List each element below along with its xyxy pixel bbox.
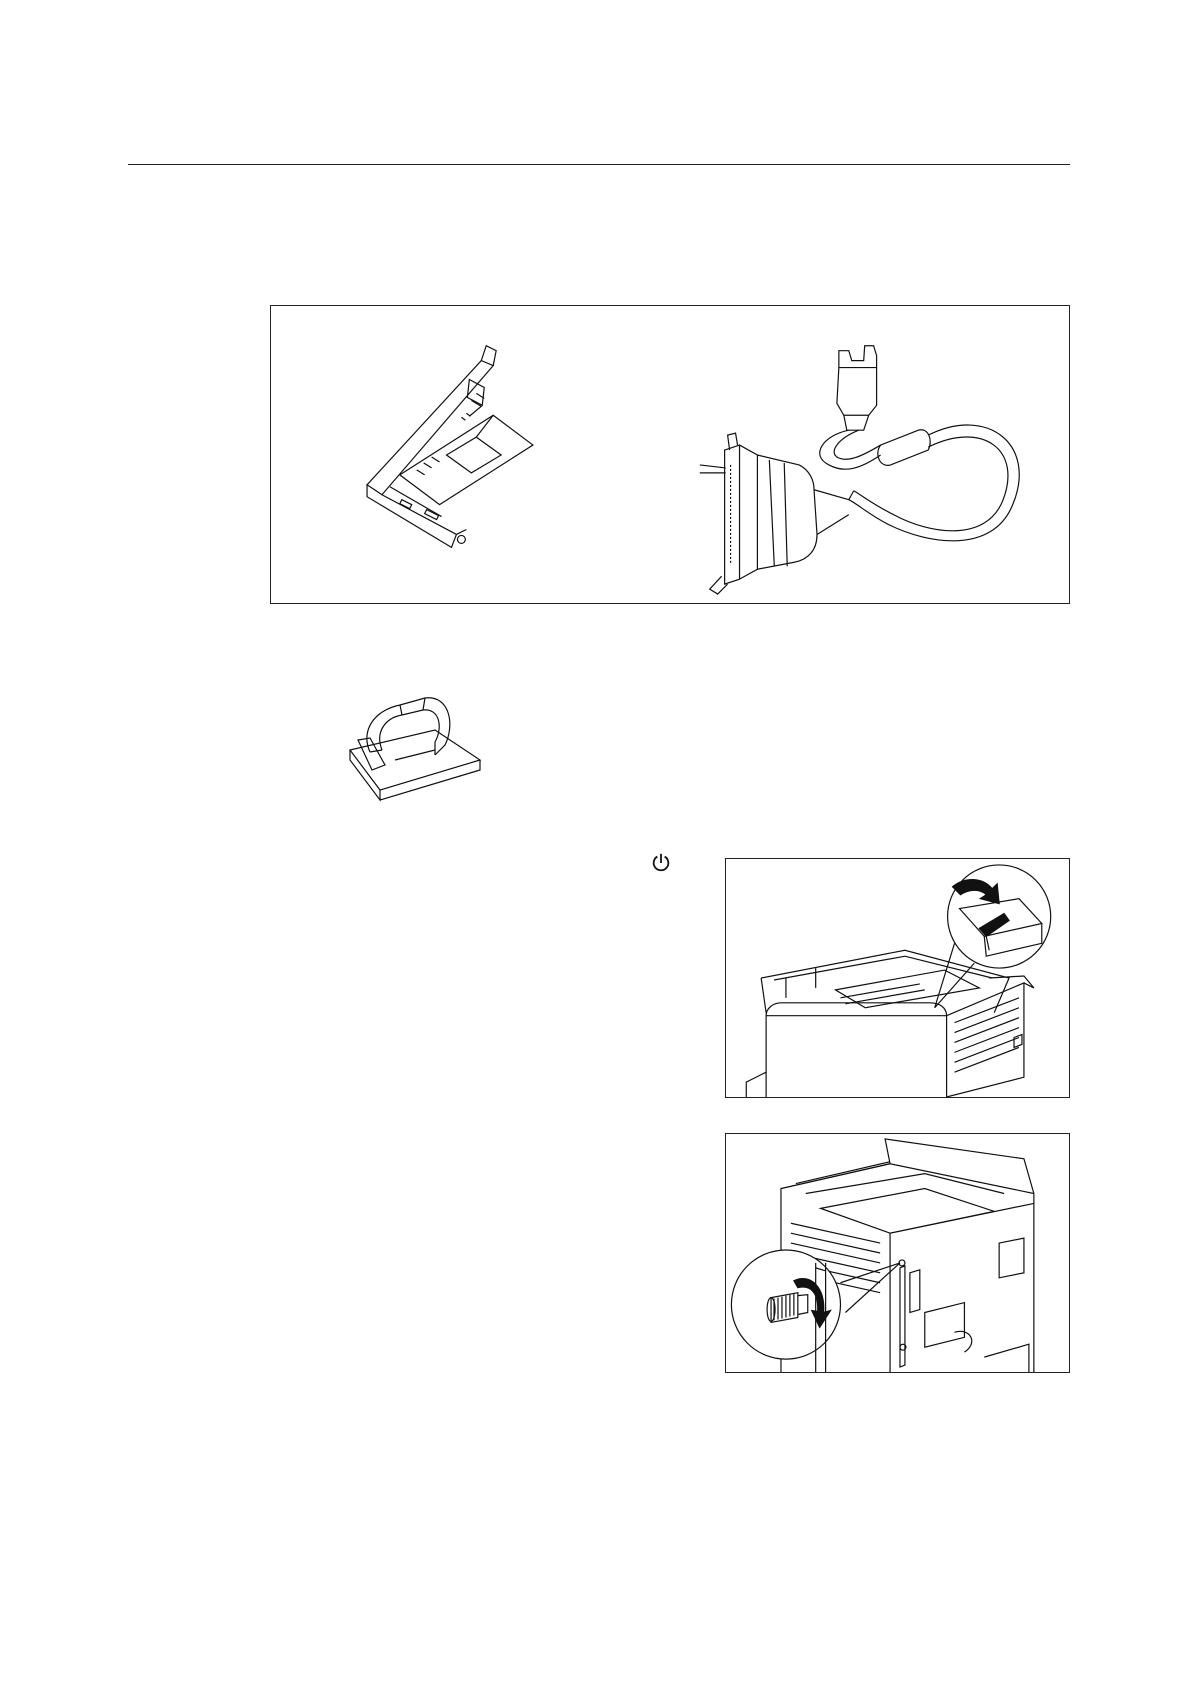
interface-card-illustration <box>367 346 533 548</box>
rear-screw-svg <box>726 1134 1069 1372</box>
rear-screw-figure <box>725 1133 1070 1373</box>
header-rule <box>128 164 1070 165</box>
power-switch-svg <box>726 859 1069 1097</box>
power-switch-figure <box>725 858 1070 1098</box>
parallel-cable-illustration <box>700 346 1019 594</box>
kit-contents-svg <box>271 306 1069 603</box>
cable-clamp-illustration <box>340 690 490 810</box>
power-icon <box>650 852 672 874</box>
kit-contents-figure <box>270 305 1070 604</box>
